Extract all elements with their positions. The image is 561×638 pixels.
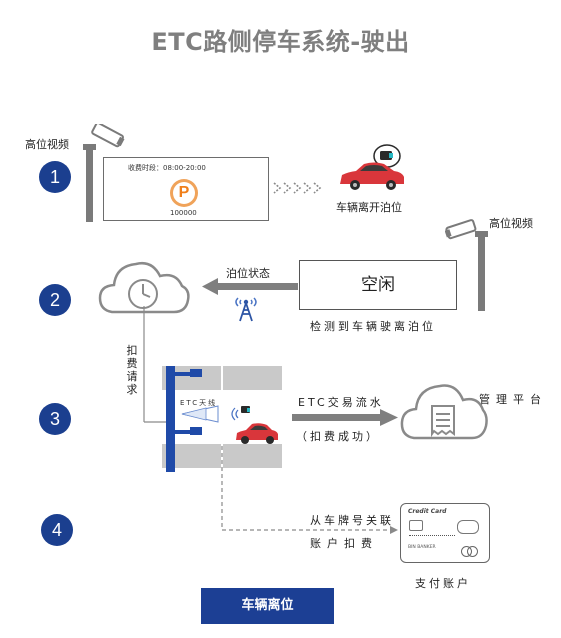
card-hologram-icon: [457, 520, 479, 534]
detect-leaving-label: 检测到车辆驶离泊位: [310, 320, 436, 333]
etc-car-icon: [231, 406, 278, 444]
card-brand-text: Credit Card: [408, 508, 447, 515]
car-leaving-button: 车辆离位: [201, 588, 334, 624]
step-2-badge: 2: [39, 284, 71, 316]
deduct-request-label: 扣费请求: [126, 344, 138, 396]
deduct-success-label: （扣费成功）: [296, 430, 380, 443]
parking-status-box: 空闲: [299, 260, 457, 310]
leaving-car-icon: [340, 144, 404, 190]
etc-flow-label: ETC交易流水: [298, 396, 384, 409]
step-1-badge: 1: [39, 161, 71, 193]
page-title: ETC路侧停车系统-驶出: [151, 28, 410, 56]
payment-account-label: 支付账户: [415, 577, 471, 590]
parking-state-label: 泊位状态: [226, 267, 270, 280]
account-deduct-label: 账户扣费: [310, 537, 378, 550]
card-logo-circle-2: [467, 546, 478, 557]
etc-antenna-gantry-icon: [166, 366, 219, 472]
plate-link-label: 从车牌号关联: [310, 514, 394, 527]
step-4-badge: 4: [41, 514, 73, 546]
etc-to-platform-arrow: [292, 409, 398, 426]
etc-antenna-label: ETC天线: [180, 399, 218, 407]
high-pole-camera-icon: [83, 124, 125, 222]
step-3-badge: 3: [39, 403, 71, 435]
cloud-clock-icon: [98, 262, 190, 314]
platform-label: 管理平台: [479, 393, 547, 406]
account-link-connector: [221, 446, 398, 534]
car-leaving-label: 车辆离开泊位: [336, 201, 402, 214]
card-chip-icon: [409, 520, 423, 531]
sign-code-text: 100000: [170, 209, 197, 217]
platform-cloud-icon: [400, 384, 488, 440]
camera-label-left: 高位视频: [25, 138, 69, 151]
sign-hours-text: 收费时段：08:00-20:00: [128, 164, 206, 172]
signal-tower-icon: [235, 297, 257, 322]
card-bank-text: BIN BANKER: [408, 545, 436, 550]
moving-chevrons-icon: [273, 182, 322, 194]
high-pole-camera-right-icon: [445, 219, 488, 311]
card-number-dots: [409, 535, 455, 540]
credit-card-icon: Credit Card BIN BANKER: [400, 503, 490, 563]
parking-p-icon: P: [170, 179, 198, 207]
camera-label-right: 高位视频: [489, 217, 533, 230]
parking-p-letter: P: [173, 182, 195, 204]
status-to-cloud-arrow: [202, 278, 298, 295]
